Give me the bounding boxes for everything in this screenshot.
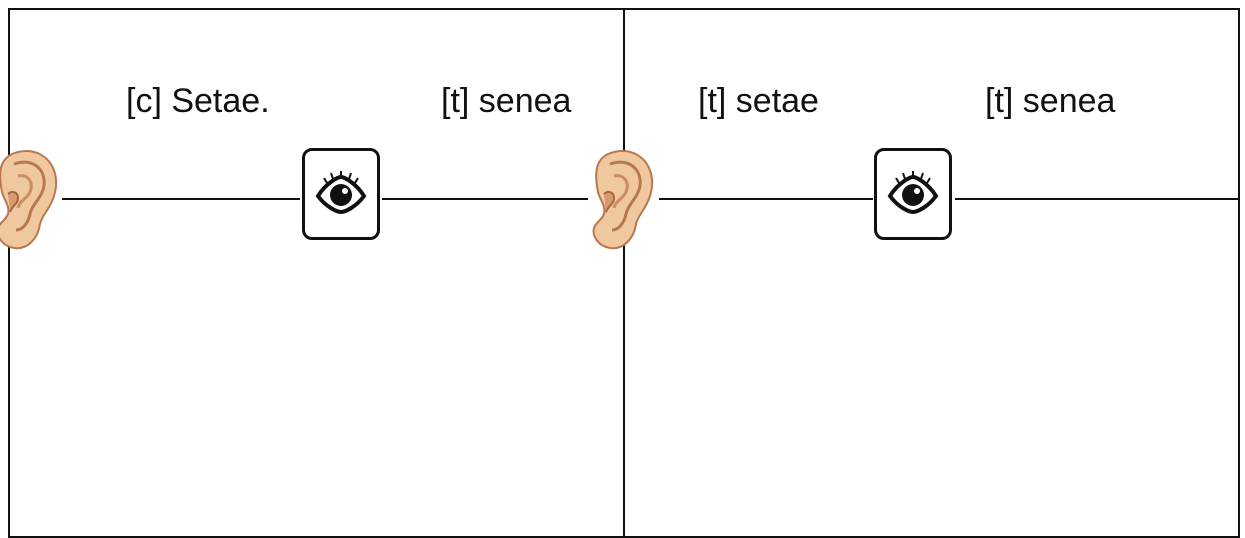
left-panel-right-label: [t] senea (441, 82, 572, 120)
right-panel-left-label: [t] setae (698, 82, 819, 120)
right-panel (623, 8, 1240, 538)
eye-icon (302, 148, 380, 240)
ear-icon (0, 146, 62, 252)
left-panel (8, 8, 625, 538)
left-panel-left-label: [c] Setae. (126, 82, 270, 120)
left-panel-line-2 (382, 198, 588, 200)
left-panel-line-1 (62, 198, 300, 200)
eye-icon (874, 148, 952, 240)
ear-icon (588, 146, 658, 252)
right-panel-line-2 (955, 198, 1240, 200)
right-panel-right-label: [t] senea (985, 82, 1116, 120)
right-panel-line-1 (659, 198, 873, 200)
